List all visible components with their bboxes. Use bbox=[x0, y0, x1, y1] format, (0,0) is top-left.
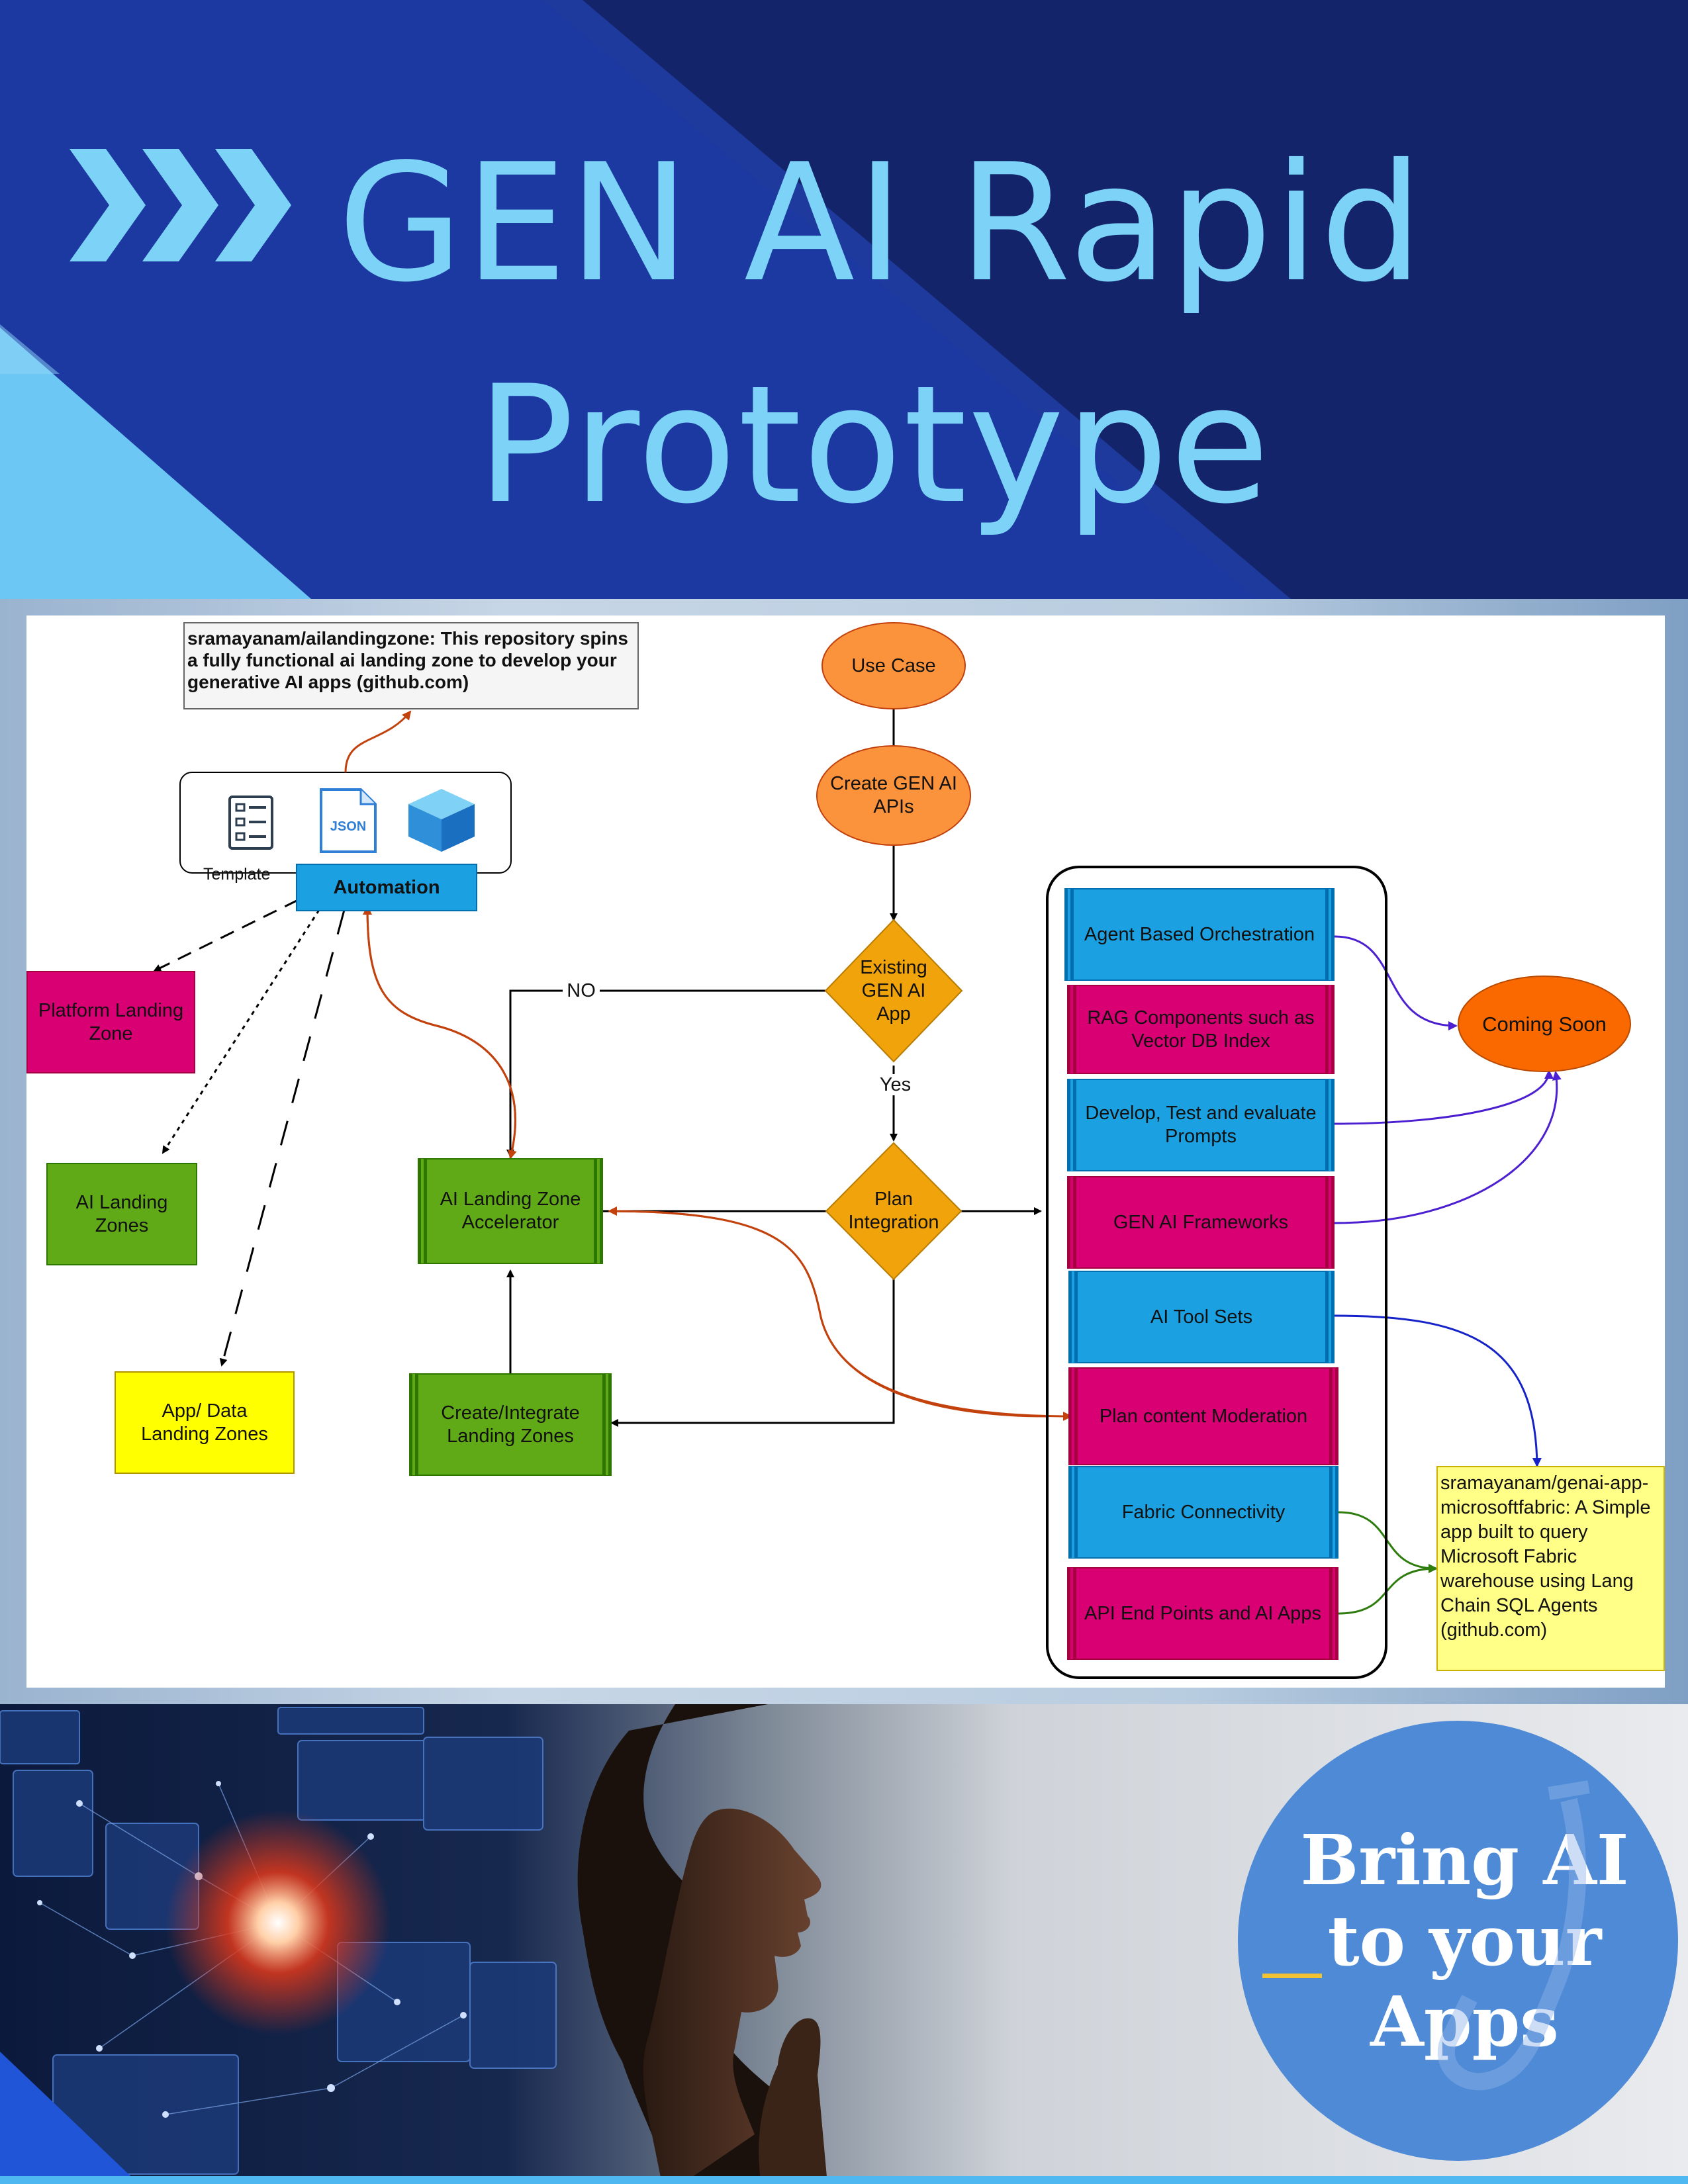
tagline-line-2: to your bbox=[1327, 1899, 1602, 1981]
component-rag[interactable]: RAG Components such as Vector DB Index bbox=[1067, 985, 1335, 1074]
header-banner: GEN AI Rapid Prototype bbox=[0, 0, 1688, 599]
bottom-stripe bbox=[0, 2176, 1688, 2184]
triple-chevron-icon bbox=[70, 149, 291, 261]
page-title: GEN AI Rapid Prototype bbox=[338, 113, 1595, 556]
ai-landing-zones-node[interactable]: AI Landing Zones bbox=[46, 1163, 197, 1265]
component-frameworks[interactable]: GEN AI Frameworks bbox=[1067, 1176, 1335, 1269]
existing-app-decision bbox=[824, 919, 963, 1063]
ai-landing-zone-accelerator-node[interactable]: AI Landing Zone Accelerator bbox=[418, 1158, 603, 1264]
accent-dash bbox=[1262, 1974, 1322, 1978]
existing-app-label: Existing GEN AI App bbox=[860, 957, 927, 1024]
architecture-diagram: JSON bbox=[26, 615, 1665, 1688]
automation-node[interactable]: Automation bbox=[296, 864, 477, 911]
components-container bbox=[1046, 866, 1387, 1679]
title-line-2: Prototype bbox=[477, 351, 1271, 539]
component-tool-sets[interactable]: AI Tool Sets bbox=[1068, 1271, 1335, 1363]
no-label: NO bbox=[567, 979, 596, 1001]
create-apis-node bbox=[816, 745, 971, 846]
hero-illustration bbox=[0, 1704, 827, 2184]
repo-note-genai-app[interactable]: sramayanam/genai-app-microsoftfabric: A … bbox=[1436, 1466, 1665, 1671]
tagline-line-1: Bring AI bbox=[1300, 1819, 1629, 1901]
component-agent-orchestration[interactable]: Agent Based Orchestration bbox=[1064, 888, 1335, 981]
component-api-endpoints[interactable]: API End Points and AI Apps bbox=[1067, 1567, 1338, 1660]
json-file-icon: JSON bbox=[320, 788, 377, 853]
title-line-1: GEN AI Rapid bbox=[338, 129, 1425, 318]
plan-integration-decision bbox=[825, 1142, 962, 1281]
saxophone-watermark-icon bbox=[1437, 1780, 1590, 2091]
coming-soon-node bbox=[1458, 976, 1631, 1072]
plan-integration-label: Plan Integration bbox=[848, 1189, 939, 1233]
platform-landing-zone-node[interactable]: Platform Landing Zone bbox=[26, 971, 195, 1073]
create-integrate-node[interactable]: Create/Integrate Landing Zones bbox=[409, 1373, 612, 1476]
template-icon bbox=[228, 796, 273, 850]
tagline-text: Bring AI to your Apps bbox=[1300, 1819, 1629, 2062]
tagline-badge: Bring AI to your Apps bbox=[1238, 1721, 1678, 2161]
component-prompts[interactable]: Develop, Test and evaluate Prompts bbox=[1067, 1079, 1335, 1171]
diagram-connectors: JSON bbox=[153, 622, 1631, 1679]
yes-label: Yes bbox=[879, 1073, 912, 1095]
component-fabric-connectivity[interactable]: Fabric Connectivity bbox=[1068, 1466, 1338, 1559]
app-data-landing-zones-node[interactable]: App/ Data Landing Zones bbox=[115, 1371, 295, 1474]
tagline-line-3: Apps bbox=[1370, 1980, 1559, 2062]
template-label: Template bbox=[203, 864, 271, 884]
header-background bbox=[0, 0, 1291, 599]
repo-note-ailandingzone[interactable]: sramayanam/ailandingzone: This repositor… bbox=[183, 622, 639, 709]
use-case-node bbox=[821, 622, 966, 709]
cube-icon bbox=[408, 789, 475, 852]
json-label: JSON bbox=[330, 819, 366, 834]
use-case-label: Use Case bbox=[851, 655, 936, 676]
coming-soon-label: Coming Soon bbox=[1482, 1012, 1607, 1036]
component-content-moderation[interactable]: Plan content Moderation bbox=[1068, 1367, 1338, 1465]
create-apis-label: Create GEN AI APIs bbox=[830, 773, 957, 817]
